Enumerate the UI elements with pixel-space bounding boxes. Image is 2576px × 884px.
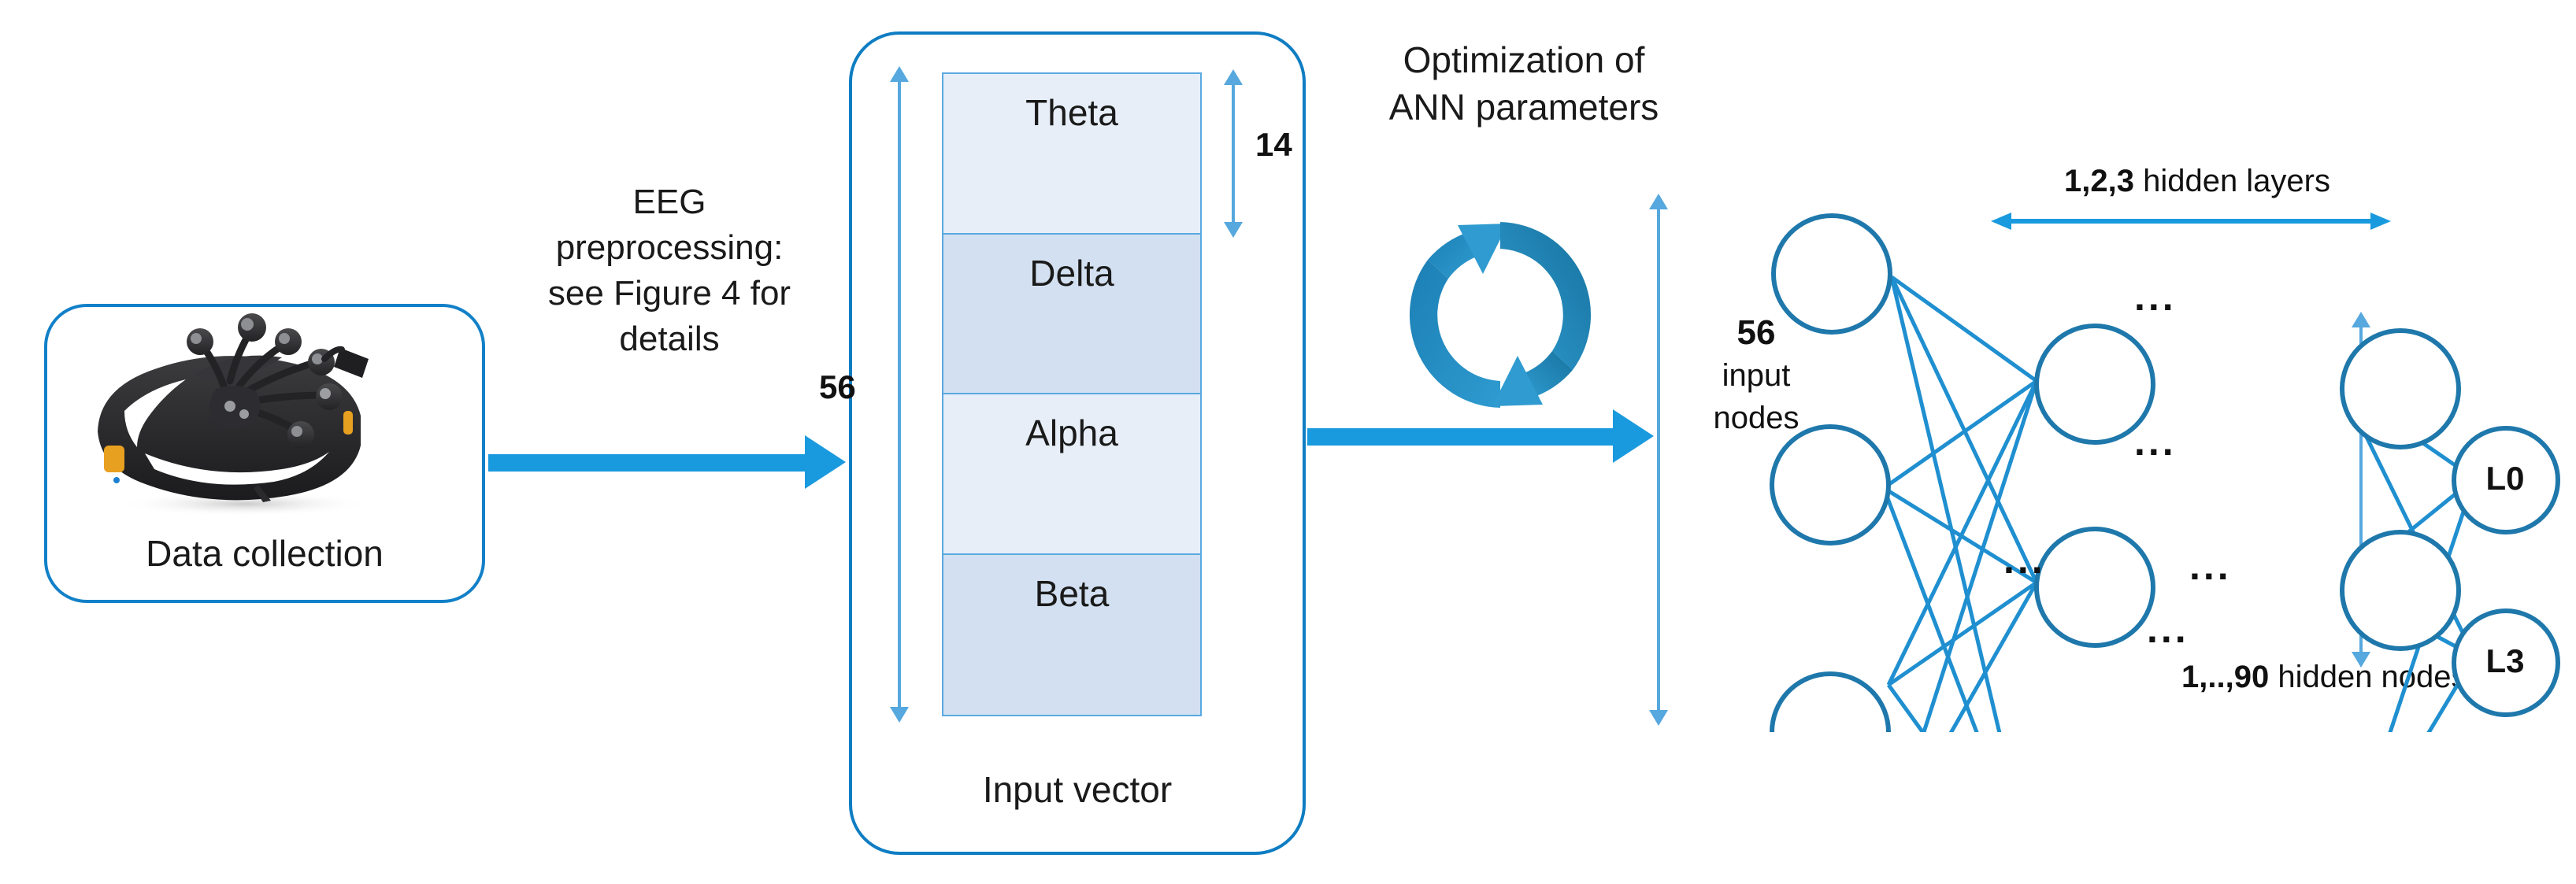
eeg-preprocessing-label: EEG preprocessing: see Figure 4 for deta… xyxy=(504,179,835,362)
input-vector-total-measure xyxy=(884,66,915,723)
hidden-layer-ellipsis-3: ... xyxy=(2003,538,2046,582)
data-collection-label: Data collection xyxy=(146,533,384,574)
network-node xyxy=(2034,324,2155,445)
input-vector-caption: Input vector xyxy=(982,769,1173,810)
measure-arrow-down-icon xyxy=(890,707,909,723)
hidden-layers-label: 1,2,3 hidden layers xyxy=(2012,164,2382,199)
hidden-layer-ellipsis-4: ... xyxy=(2189,544,2232,588)
measure-line xyxy=(898,77,901,712)
preprocessing-line-2: preprocessing: xyxy=(555,228,784,267)
network-input-nodes-label: 56 input nodes xyxy=(1701,312,1811,439)
network-node xyxy=(2340,328,2461,449)
arrow-collection-to-vector xyxy=(488,435,851,490)
arrow-head-icon xyxy=(805,435,846,489)
hidden-nodes-count: 1,..,90 xyxy=(2181,660,2270,694)
network-node xyxy=(2340,530,2461,651)
measure-arrow-down-icon xyxy=(1649,710,1668,726)
input-nodes-word-2: nodes xyxy=(1713,401,1799,435)
arrow-vector-to-network xyxy=(1307,409,1670,464)
preprocessing-line-3: see Figure 4 for xyxy=(547,274,791,313)
input-vector-cell-delta: Delta xyxy=(943,234,1200,394)
measure-line xyxy=(1232,80,1235,228)
input-vector-band-measure xyxy=(1218,69,1249,238)
input-vector-band-label: 14 xyxy=(1255,126,1292,163)
optimization-line-2: ANN parameters xyxy=(1388,87,1659,128)
measure-arrow-up-icon xyxy=(2352,312,2370,327)
preprocessing-line-4: details xyxy=(619,320,720,358)
input-vector-cell-theta: Theta xyxy=(943,74,1200,235)
input-vector-cell-beta: Beta xyxy=(943,554,1200,715)
measure-arrow-up-icon xyxy=(1649,194,1668,209)
network-input-nodes-measure xyxy=(1643,194,1674,726)
hidden-layers-count: 1,2,3 xyxy=(2063,164,2134,198)
preprocessing-line-1: EEG xyxy=(632,183,706,221)
optimization-label: Optimization of ANN parameters xyxy=(1339,36,1709,131)
input-nodes-count: 56 xyxy=(1736,313,1776,352)
hidden-layer-ellipsis-2: ... xyxy=(2134,420,2177,464)
hidden-layer-ellipsis-1: ... xyxy=(2134,275,2177,319)
measure-line xyxy=(1657,205,1660,715)
hidden-layer-ellipsis-5: ... xyxy=(2147,607,2189,651)
hidden-layers-word: hidden layers xyxy=(2133,164,2330,198)
hidden-layers-span-arrow xyxy=(1991,211,2391,231)
measure-arrow-up-icon xyxy=(1224,69,1243,85)
output-node-label-l0: L0 xyxy=(2485,460,2525,497)
input-vector-cell-alpha: Alpha xyxy=(943,394,1200,555)
optimization-line-1: Optimization of xyxy=(1403,39,1645,80)
network-output-node xyxy=(2452,608,2560,717)
input-vector-cells: Theta Delta Alpha Beta xyxy=(942,72,1202,716)
arrow-head-icon xyxy=(1613,409,1654,463)
output-node-label-l3: L3 xyxy=(2485,642,2525,679)
input-nodes-word-1: input xyxy=(1722,358,1791,393)
eeg-headset-image xyxy=(76,313,446,526)
arrow-shaft xyxy=(1307,428,1614,446)
input-vector-total-label: 56 xyxy=(819,368,856,405)
measure-line xyxy=(2359,323,2363,657)
network-node xyxy=(1770,671,1891,793)
measure-arrow-down-icon xyxy=(2352,652,2370,668)
hidden-nodes-word: hidden nodes xyxy=(2269,660,2467,694)
network-output-node xyxy=(2452,426,2560,534)
network-node xyxy=(1771,213,1892,335)
arrow-shaft xyxy=(488,454,806,472)
measure-arrow-up-icon xyxy=(890,66,909,82)
measure-arrow-down-icon xyxy=(1224,222,1243,238)
refresh-cycle-icon xyxy=(1382,197,1618,433)
hidden-nodes-measure xyxy=(2345,312,2377,668)
network-node xyxy=(2034,527,2155,648)
hidden-nodes-label: 1,..,90 hidden nodes xyxy=(2181,660,2467,695)
network-node xyxy=(1770,424,1891,546)
neural-network-graph xyxy=(1638,181,2576,884)
